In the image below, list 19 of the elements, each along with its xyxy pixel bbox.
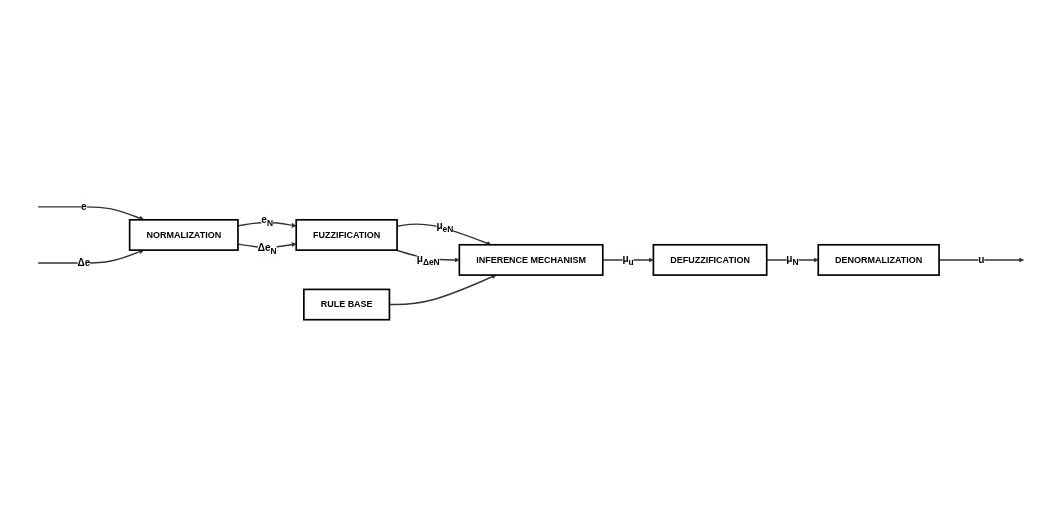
edge-label: μ$_{ΔeN}$ bbox=[416, 253, 440, 267]
node-box: DEFUZZIFICATION bbox=[652, 244, 768, 277]
arrow bbox=[395, 249, 460, 263]
node-box: RULE BASE bbox=[303, 288, 391, 321]
edge-label: e$_{N}$ bbox=[261, 214, 273, 228]
edge-label: e bbox=[81, 201, 87, 213]
edge-label: Δe bbox=[77, 257, 91, 269]
node-box: INFERENCE MECHANISM bbox=[458, 244, 604, 277]
arrow bbox=[37, 249, 145, 265]
edge-label: μ$_{u}$ bbox=[622, 253, 634, 267]
node-box: DENORMALIZATION bbox=[817, 244, 940, 277]
edge-label: u bbox=[978, 254, 985, 266]
arrow bbox=[37, 206, 145, 221]
edge-label: μ$_{eN}$ bbox=[436, 220, 454, 235]
edge-label: Δe$_{N}$ bbox=[257, 242, 277, 256]
node-box: NORMALIZATION bbox=[128, 219, 239, 252]
node-box: FUZZIFICATION bbox=[295, 219, 398, 252]
edge-label: μ$_{N}$ bbox=[786, 253, 799, 267]
arrow bbox=[237, 242, 297, 249]
